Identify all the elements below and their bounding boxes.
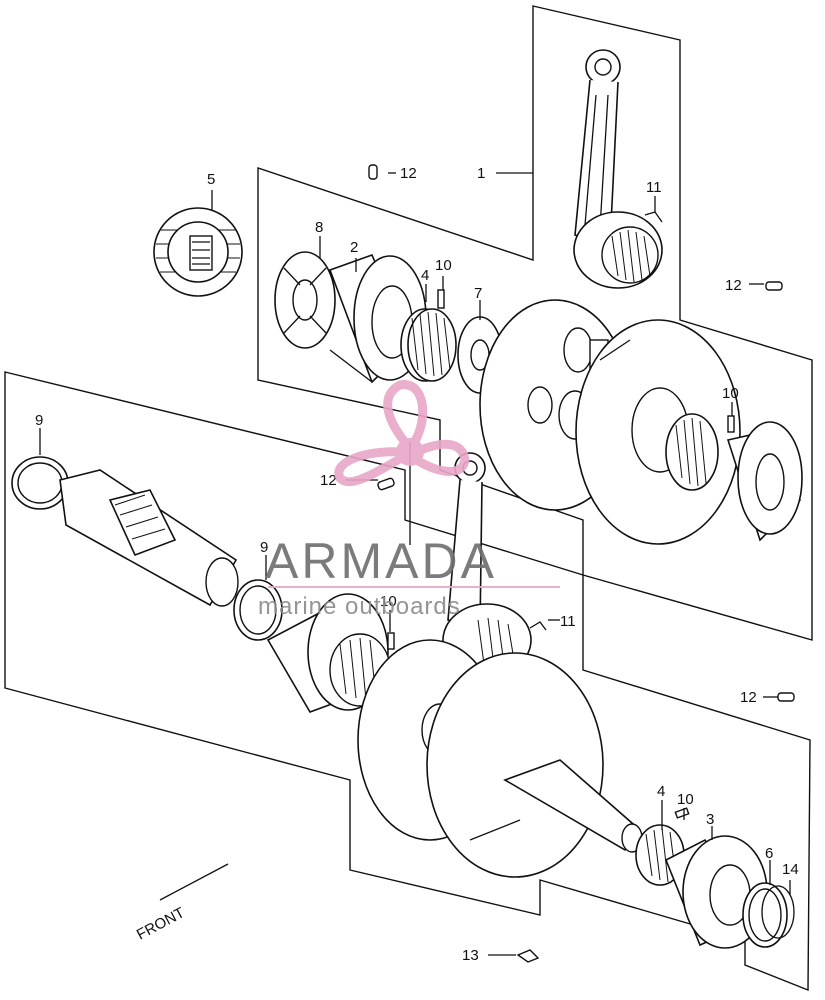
- propeller-icon: [334, 380, 470, 487]
- callout-4-upper: 4: [421, 267, 429, 284]
- callout-6: 6: [765, 845, 773, 862]
- watermark: ARMADA marine outboards: [258, 380, 560, 620]
- callout-10-right: 10: [722, 385, 739, 402]
- timing-gear: [153, 207, 243, 297]
- needle-bearing-upper: [400, 308, 457, 382]
- callout-14: 14: [782, 861, 799, 878]
- connecting-rod-upper: [573, 49, 663, 289]
- callout-10-mid: 10: [380, 593, 397, 610]
- crankshaft-end-shaft: [59, 469, 239, 607]
- callout-12-mid: 12: [320, 472, 337, 489]
- snap-ring: [742, 882, 788, 948]
- watermark-tagline: marine outboards: [258, 593, 461, 620]
- callout-12-right-upper: 12: [725, 277, 742, 294]
- callout-9-left: 9: [35, 412, 43, 429]
- callout-5: 5: [207, 171, 215, 188]
- front-label: FRONT: [134, 904, 188, 943]
- callout-11-upper: 11: [646, 179, 662, 196]
- callout-2: 2: [350, 239, 358, 256]
- needle-bearing-right: [665, 413, 719, 491]
- right-main-bearing: [726, 421, 803, 542]
- callout-10-upper: 10: [435, 257, 452, 274]
- callout-1: 1: [477, 165, 485, 182]
- callout-9-right: 9: [260, 539, 268, 556]
- lower-crank-web-right: [426, 652, 643, 878]
- seal-ring-left: [11, 456, 69, 510]
- callout-10-lower: 10: [677, 791, 694, 808]
- callout-13: 13: [462, 947, 479, 964]
- callout-7: 7: [474, 285, 482, 302]
- seal-ring-right: [233, 579, 283, 641]
- front-direction-indicator: FRONT: [134, 863, 229, 944]
- callout-12-right-lower: 12: [740, 689, 757, 706]
- circlip: [761, 885, 795, 939]
- callout-12-top: 12: [400, 165, 417, 182]
- callout-labels: 1 2 3 4 4 5 6 7 8 9 9 10 10 10 10 11 11 …: [35, 165, 799, 964]
- callout-8: 8: [315, 219, 323, 236]
- dowel-pins: [368, 164, 795, 963]
- upper-group-outline: [257, 5, 813, 641]
- callout-3: 3: [706, 811, 714, 828]
- callout-11-lower: 11: [560, 613, 576, 630]
- watermark-brand: ARMADA: [265, 533, 497, 589]
- upper-crank-web-right: [575, 319, 741, 545]
- callout-4-lower: 4: [657, 783, 665, 800]
- woodruff-keys: [387, 211, 735, 819]
- thrust-washer: [274, 251, 336, 349]
